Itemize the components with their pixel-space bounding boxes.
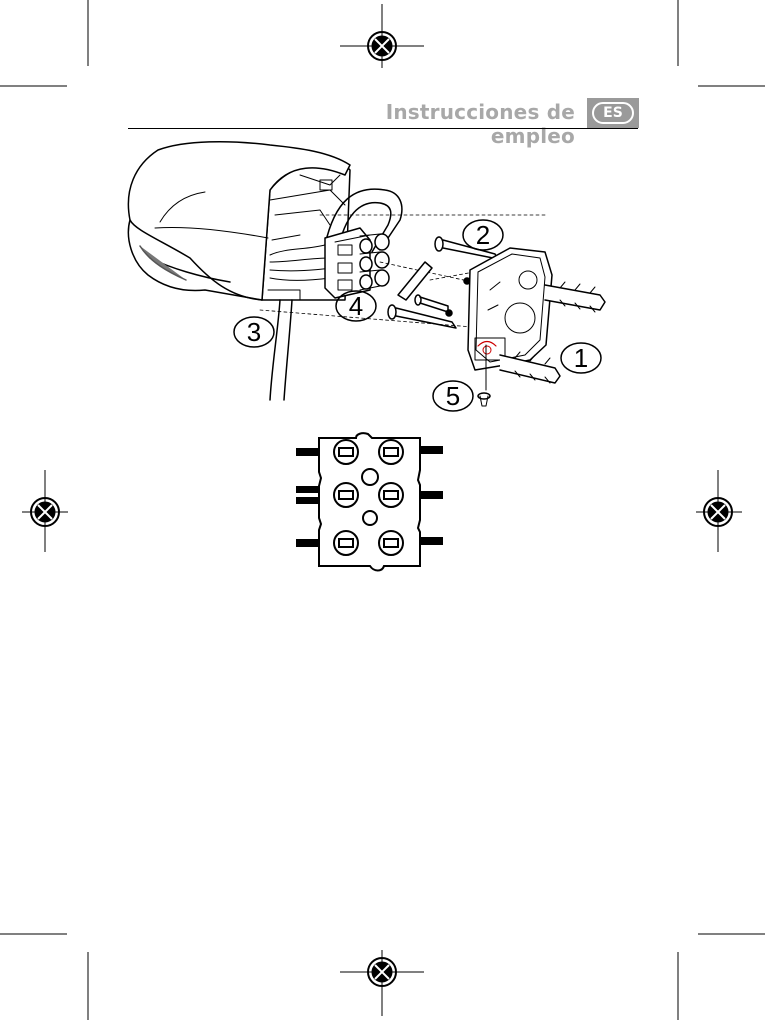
terminal-hole-upper <box>362 469 378 485</box>
terminal-hole-lower <box>363 511 377 525</box>
